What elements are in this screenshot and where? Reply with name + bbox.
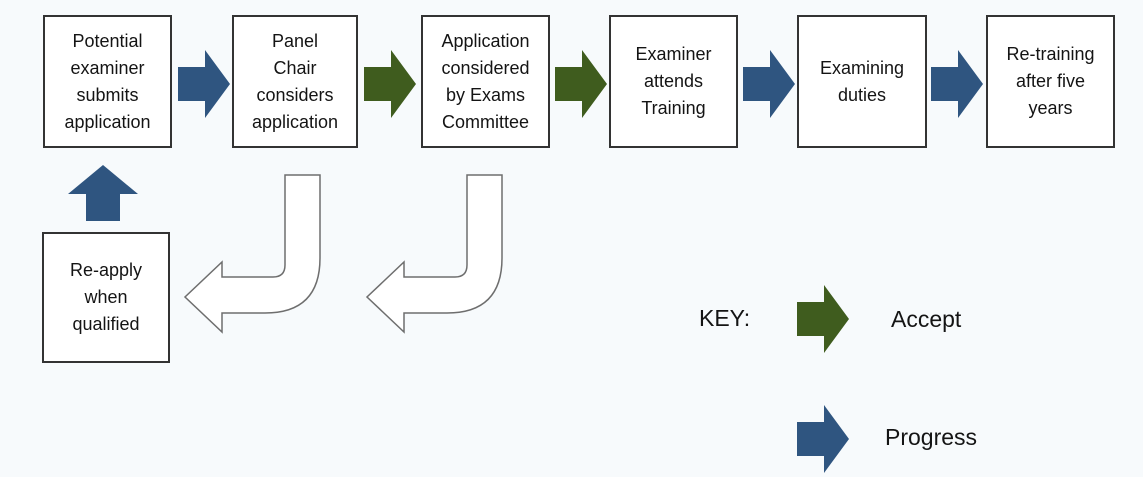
key-accept-arrow: [797, 285, 849, 353]
step-box-reapply-when-qualified: Re-apply when qualified: [42, 232, 170, 363]
step-label: Examiner attends Training: [635, 44, 712, 118]
step-box-application-considered-by-exams-committee: Application considered by Exams Committe…: [421, 15, 550, 148]
step-label: Application considered by Exams Committe…: [441, 30, 530, 132]
step-box-panel-chair-considers-application: Panel Chair considers application: [232, 15, 358, 148]
step-label: Panel Chair considers application: [251, 30, 339, 132]
key-accept-label: Accept: [891, 306, 962, 332]
step-box-potential-examiner-submits-application: Potential examiner submits application: [43, 15, 172, 148]
return-arrow-exams-committee-to-reapply: [365, 174, 503, 334]
step-label: Re-apply when qualified: [69, 260, 143, 334]
key-progress-arrow: [797, 405, 849, 473]
step-box-examining-duties: Examining duties: [797, 15, 927, 148]
progress-arrow-reapply-up: [68, 165, 138, 221]
step-label: Re-training after five years: [1006, 44, 1095, 118]
step-label: Potential examiner submits application: [64, 30, 151, 132]
step-box-retraining-after-five-years: Re-training after five years: [986, 15, 1115, 148]
accept-arrow-step2-step3: [364, 50, 416, 118]
step-label: Examining duties: [819, 57, 905, 105]
step-box-examiner-attends-training: Examiner attends Training: [609, 15, 738, 148]
accept-arrow-step3-step4: [555, 50, 607, 118]
progress-arrow-step4-step5: [743, 50, 795, 118]
return-arrow-panel-chair-to-reapply: [183, 174, 321, 334]
progress-arrow-step1-step2: [178, 50, 230, 118]
key-progress-label: Progress: [885, 424, 978, 450]
progress-arrow-step5-step6: [931, 50, 983, 118]
key-title: KEY:: [699, 305, 751, 331]
